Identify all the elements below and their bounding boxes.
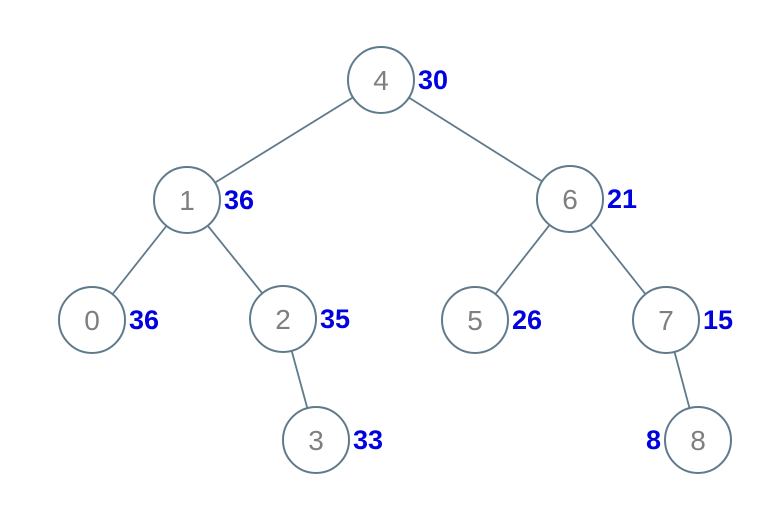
tree-edge-2-3 xyxy=(290,350,309,409)
tree-node-0: 0 36 xyxy=(58,286,159,354)
tree-node-label-6: 6 xyxy=(562,184,578,215)
tree-edge-7-8 xyxy=(673,351,691,409)
node-annotation-5: 26 xyxy=(512,305,542,335)
tree-node-label-0: 0 xyxy=(84,305,100,336)
tree-node-label-4: 4 xyxy=(373,65,389,96)
tree-edge-1-0 xyxy=(111,225,168,295)
node-annotation-8: 8 xyxy=(646,425,661,455)
tree-node-circle-7 xyxy=(632,286,700,354)
node-annotation-3: 33 xyxy=(353,425,383,455)
tree-node-6: 6 21 xyxy=(536,165,637,233)
tree-edge-6-5 xyxy=(494,224,551,295)
node-annotation-7: 15 xyxy=(703,305,733,335)
tree-node-circle-3 xyxy=(282,406,350,474)
tree-node-label-8: 8 xyxy=(690,425,706,456)
tree-node-label-7: 7 xyxy=(658,305,674,336)
node-annotation-1: 36 xyxy=(224,185,254,215)
tree-node-circle-6 xyxy=(536,165,604,233)
node-annotation-0: 36 xyxy=(129,305,159,335)
tree-node-4: 4 30 xyxy=(347,46,448,114)
tree-node-1: 1 36 xyxy=(153,166,254,234)
tree-node-label-1: 1 xyxy=(179,185,195,216)
tree-node-label-2: 2 xyxy=(275,304,291,335)
tree-node-label-5: 5 xyxy=(467,305,483,336)
tree-node-circle-8 xyxy=(664,406,732,474)
tree-node-label-3: 3 xyxy=(308,425,324,456)
tree-node-circle-5 xyxy=(441,286,509,354)
node-annotation-2: 35 xyxy=(320,304,350,334)
tree-edge-4-6 xyxy=(408,96,543,183)
node-annotation-6: 21 xyxy=(607,184,637,214)
tree-node-5: 5 26 xyxy=(441,286,542,354)
tree-node-circle-1 xyxy=(153,166,221,234)
tree-edge-4-1 xyxy=(214,96,354,184)
tree-node-8: 88 xyxy=(646,406,732,474)
tree-node-circle-2 xyxy=(249,285,317,353)
tree-node-circle-4 xyxy=(347,46,415,114)
tree-node-7: 7 15 xyxy=(632,286,733,354)
tree-node-2: 2 35 xyxy=(249,285,350,353)
node-annotation-4: 30 xyxy=(418,65,448,95)
tree-node-circle-0 xyxy=(58,286,126,354)
tree-edge-6-7 xyxy=(589,224,647,295)
tree-edge-1-2 xyxy=(207,225,263,294)
edges-layer xyxy=(111,96,691,409)
